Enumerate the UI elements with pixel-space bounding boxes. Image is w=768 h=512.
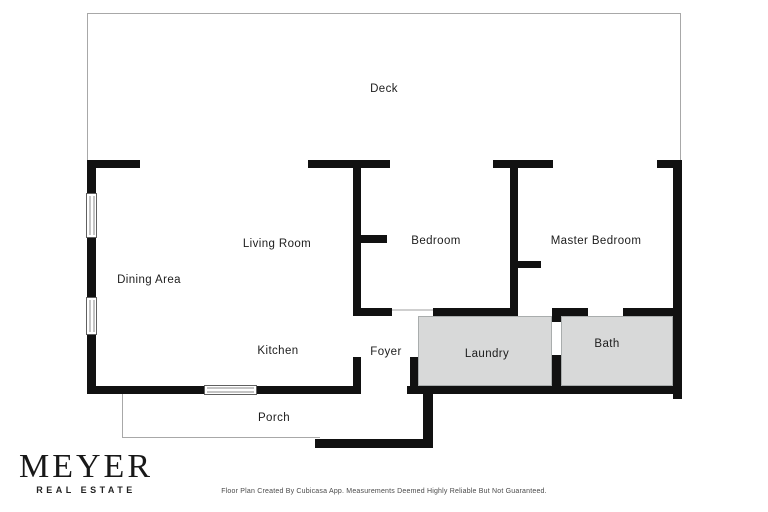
foyer-right-wall	[410, 357, 418, 394]
bedroom-bottom-wall	[433, 308, 518, 316]
window-left-lower	[86, 297, 97, 335]
laundry-bath-wall-bottom	[552, 355, 561, 394]
foyer-label: Foyer	[370, 346, 402, 358]
master-bottom-wall-1	[552, 308, 588, 316]
top-wall-segment-4	[657, 160, 682, 168]
porch-wall-bottom	[315, 439, 433, 448]
window-left-upper	[86, 193, 97, 238]
bedroom-master-wall	[510, 160, 518, 316]
deck-outline	[87, 13, 681, 163]
porch-label: Porch	[257, 412, 291, 424]
master-bedroom-label: Master Bedroom	[550, 235, 642, 247]
window-glass	[89, 196, 94, 235]
window-glass	[89, 300, 94, 332]
hall-bottom-wall	[353, 308, 392, 316]
living-room-label: Living Room	[242, 238, 312, 250]
laundry-room-area	[418, 316, 552, 386]
window-glass	[207, 387, 254, 393]
brand-logo: MEYER REAL ESTATE	[18, 448, 154, 496]
master-bottom-wall-2	[623, 308, 682, 316]
brand-name: MEYER	[19, 448, 153, 485]
living-bedroom-wall	[353, 160, 361, 316]
porch-wall-right	[423, 386, 433, 448]
kitchen-label: Kitchen	[257, 345, 299, 357]
porch-outline	[122, 394, 320, 438]
master-closet-stub	[518, 261, 541, 268]
top-wall-segment-3	[493, 160, 553, 168]
deck-label: Deck	[370, 83, 398, 95]
right-wall	[673, 160, 682, 399]
laundry-bath-wall-top	[552, 308, 561, 322]
foyer-left-wall	[353, 357, 361, 394]
bedroom-label: Bedroom	[411, 235, 461, 247]
bottom-wall-east	[407, 386, 682, 394]
left-wall	[87, 160, 96, 394]
kitchen-window	[204, 385, 257, 395]
disclaimer-text: Floor Plan Created By Cubicasa App. Meas…	[221, 488, 547, 495]
brand-tagline: REAL ESTATE	[36, 485, 136, 495]
bath-label: Bath	[594, 338, 620, 350]
top-wall-segment-1	[87, 160, 140, 168]
dining-area-label: Dining Area	[117, 274, 181, 286]
bath-room-area	[561, 316, 673, 386]
top-wall-segment-2	[308, 160, 390, 168]
bedroom-door-threshold	[392, 309, 433, 311]
laundry-label: Laundry	[464, 348, 510, 360]
bedroom-closet-stub	[361, 235, 387, 243]
